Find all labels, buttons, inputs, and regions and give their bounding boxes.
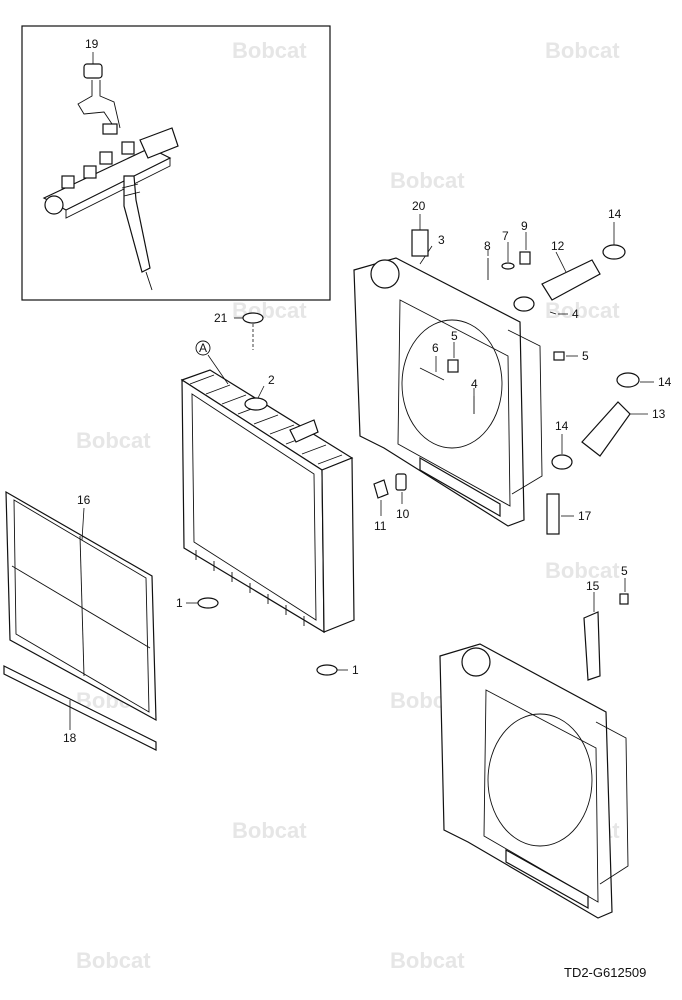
- radiator-filler-neck: [244, 397, 268, 411]
- part-clamp-14[interactable]: [602, 244, 626, 260]
- callout-5-center: 5: [451, 329, 458, 343]
- watermark-text: Bobcat: [232, 38, 307, 63]
- callout-8: 8: [484, 239, 491, 253]
- part-cap-19[interactable]: [83, 63, 103, 79]
- callout-7: 7: [502, 229, 509, 243]
- watermark-text: Bobcat: [545, 38, 620, 63]
- rail-sensor: [139, 127, 179, 159]
- part-bracket-15[interactable]: [583, 611, 601, 681]
- callout-2: 2: [268, 373, 275, 387]
- callout-5-lower: 5: [621, 564, 628, 578]
- radiator-bottom-fins: [195, 550, 305, 626]
- drawing-code: TD2-G612509: [564, 965, 646, 980]
- watermark-text: Bobcat: [545, 298, 620, 323]
- part-fitting-10[interactable]: [395, 473, 407, 491]
- pipe-nut: [102, 123, 118, 135]
- shroud-body: [353, 257, 525, 527]
- part-washer-7[interactable]: [501, 262, 515, 270]
- callout-11: 11: [374, 519, 387, 533]
- part-bolt-5[interactable]: [447, 359, 459, 373]
- part-mount-1[interactable]: [316, 664, 338, 676]
- watermark-text: Bobcat: [232, 818, 307, 843]
- callout-a-circle: [195, 340, 211, 356]
- callout-15: 15: [586, 579, 600, 593]
- callout-20: 20: [412, 199, 426, 213]
- callout-14-lower: 14: [555, 419, 569, 433]
- callout-19: 19: [85, 37, 99, 51]
- callout-6: 6: [432, 341, 439, 355]
- callout-16: 16: [77, 493, 91, 507]
- part-clamp-14[interactable]: [551, 454, 573, 470]
- callout-13: 13: [652, 407, 666, 421]
- fan-shroud-alternate[interactable]: [439, 643, 629, 919]
- fan-shroud[interactable]: [353, 257, 543, 527]
- part-hose-12[interactable]: [541, 259, 601, 301]
- callout-10: 10: [396, 507, 410, 521]
- callout-4-upper: 4: [572, 307, 579, 321]
- part-nut-9[interactable]: [519, 251, 531, 265]
- part-screw-4[interactable]: [549, 311, 557, 315]
- callout-18: 18: [63, 731, 77, 745]
- callout-12: 12: [551, 239, 565, 253]
- injector-pipe: [77, 80, 113, 125]
- callout-14-upper: 14: [608, 207, 622, 221]
- callout-3: 3: [438, 233, 445, 247]
- part-20[interactable]: [411, 229, 429, 257]
- part-cap-21[interactable]: [242, 312, 264, 324]
- watermark-text: Bobcat: [76, 428, 151, 453]
- watermark-text: Bobcat: [390, 168, 465, 193]
- callout-5-right: 5: [582, 349, 589, 363]
- part-mount-1[interactable]: [197, 597, 219, 609]
- part-clamp-14[interactable]: [616, 372, 640, 388]
- part-seal-18[interactable]: [3, 665, 157, 751]
- part-hose-13[interactable]: [581, 401, 631, 457]
- callout-1-upper: 1: [176, 596, 183, 610]
- callout-17: 17: [578, 509, 592, 523]
- shroud-fan-opening: [487, 713, 593, 847]
- callout-1-lower: 1: [352, 663, 359, 677]
- radiator[interactable]: [180, 369, 355, 634]
- shroud-fan-opening: [401, 319, 503, 449]
- callout-14-right: 14: [658, 375, 672, 389]
- part-clamp-11[interactable]: [373, 479, 389, 499]
- shroud-body: [439, 643, 613, 919]
- callout-21: 21: [214, 311, 228, 325]
- part-stud-6[interactable]: [419, 367, 445, 381]
- radiator-outlet: [289, 419, 319, 443]
- part-clamp-14[interactable]: [513, 296, 535, 312]
- watermark-text: Bobcat: [390, 948, 465, 973]
- part-bolt-5[interactable]: [553, 351, 565, 361]
- part-seal-17[interactable]: [546, 493, 560, 535]
- inset-detail: 19: [21, 25, 331, 301]
- callout-4-lower: 4: [471, 377, 478, 391]
- callout-9: 9: [521, 219, 528, 233]
- watermark-text: Bobcat: [76, 948, 151, 973]
- part-bolt-5[interactable]: [619, 593, 629, 605]
- injector[interactable]: [123, 175, 151, 273]
- watermark-text: Bobcat: [545, 558, 620, 583]
- part-screen-16[interactable]: [5, 490, 157, 722]
- callout-a: A: [199, 341, 207, 355]
- inset-frame: [21, 25, 331, 301]
- radiator-side: [321, 457, 355, 633]
